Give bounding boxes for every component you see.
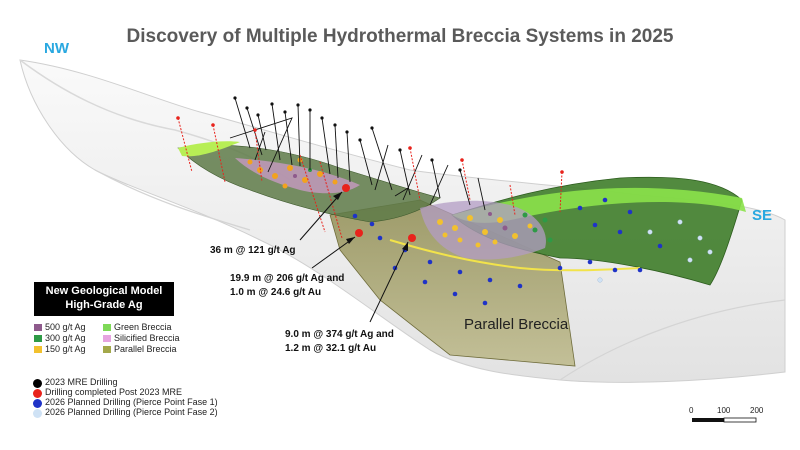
legend-swatch-parallel-breccia (103, 346, 111, 353)
legend-drilling-post-2023: Drilling completed Post 2023 MRE (45, 387, 183, 397)
legend-swatch-500 (34, 324, 42, 331)
legend-swatch-150 (34, 346, 42, 353)
legend-dot-2023-mre (33, 379, 42, 388)
silicified-breccia-band (235, 158, 360, 194)
scale-tick-label: 100 (717, 406, 731, 415)
legend-swatch-300 (34, 335, 42, 342)
scale-bar (692, 417, 757, 423)
intercept-marker (342, 184, 350, 192)
post-2023-drill-traces (177, 117, 563, 239)
legend-unit-green-breccia: Green Breccia (114, 322, 172, 332)
assay-annotation-line: 1.0 m @ 24.6 g/t Au (230, 287, 322, 298)
assay-annotation-line: 1.2 m @ 32.1 g/t Au (285, 343, 377, 354)
legend-grade-300: 300 g/t Ag (45, 333, 86, 343)
post-2023-drill-collars (176, 116, 564, 174)
legend-grade-150: 150 g/t Ag (45, 344, 86, 354)
green-breccia-rim (178, 141, 240, 157)
mre-2023-drill-collars (233, 96, 462, 172)
terrain-ridge (559, 299, 786, 381)
parallel-breccia-label: Parallel Breccia (464, 316, 569, 333)
legend-heading-line1: New Geological Model (45, 285, 163, 297)
terrain-ridge (94, 169, 251, 231)
assay-annotation: 19.9 m @ 206 g/t Ag and 1.0 m @ 24.6 g/t… (230, 272, 344, 300)
legend-dot-post-2023 (33, 389, 42, 398)
legend-swatch-green-breccia (103, 324, 111, 331)
intercept-marker (355, 229, 363, 237)
planned-drill-points-phase2 (597, 219, 713, 283)
legend-swatch-silicified-breccia (103, 335, 111, 342)
legend-dot-planned-phase2 (33, 409, 42, 418)
compass-se-label: SE (752, 207, 773, 224)
scale-tick-label: 0 (689, 406, 694, 415)
assay-annotation: 36 m @ 121 g/t Ag (210, 244, 296, 258)
high-grade-clusters (247, 157, 553, 248)
annotation-arrowheads (333, 192, 408, 251)
legend-drilling-planned-phase2: 2026 Planned Drilling (Pierce Point Fase… (45, 407, 218, 417)
assay-annotation-line: 36 m @ 121 g/t Ag (210, 245, 296, 256)
legend-unit-silicified-breccia: Silicified Breccia (114, 333, 180, 343)
assay-annotation: 9.0 m @ 374 g/t Ag and 1.2 m @ 32.1 g/t … (285, 328, 394, 356)
breccia-contact-trace (389, 239, 641, 272)
legend-grade-500: 500 g/t Ag (45, 322, 86, 332)
page-title: Discovery of Multiple Hydrothermal Brecc… (126, 26, 674, 47)
legend-heading-line2: High-Grade Ag (65, 299, 143, 311)
mre-2023-drill-traces (229, 97, 486, 211)
scale-tick-label: 200 (750, 406, 764, 415)
legend-drilling-2023-mre: 2023 MRE Drilling (45, 377, 118, 387)
legend-drilling-planned-phase1: 2026 Planned Drilling (Pierce Point Fase… (45, 397, 218, 407)
legend-unit-parallel-breccia: Parallel Breccia (114, 344, 177, 354)
legend-heading: New Geological Model High-Grade Ag (34, 282, 174, 316)
assay-annotation-line: 19.9 m @ 206 g/t Ag and (230, 273, 345, 284)
annotation-leaders (299, 191, 409, 323)
compass-nw-label: NW (44, 40, 69, 57)
legend-dot-planned-phase1 (33, 399, 42, 408)
intercept-marker (408, 234, 416, 242)
assay-annotation-line: 9.0 m @ 374 g/t Ag and (285, 329, 394, 340)
